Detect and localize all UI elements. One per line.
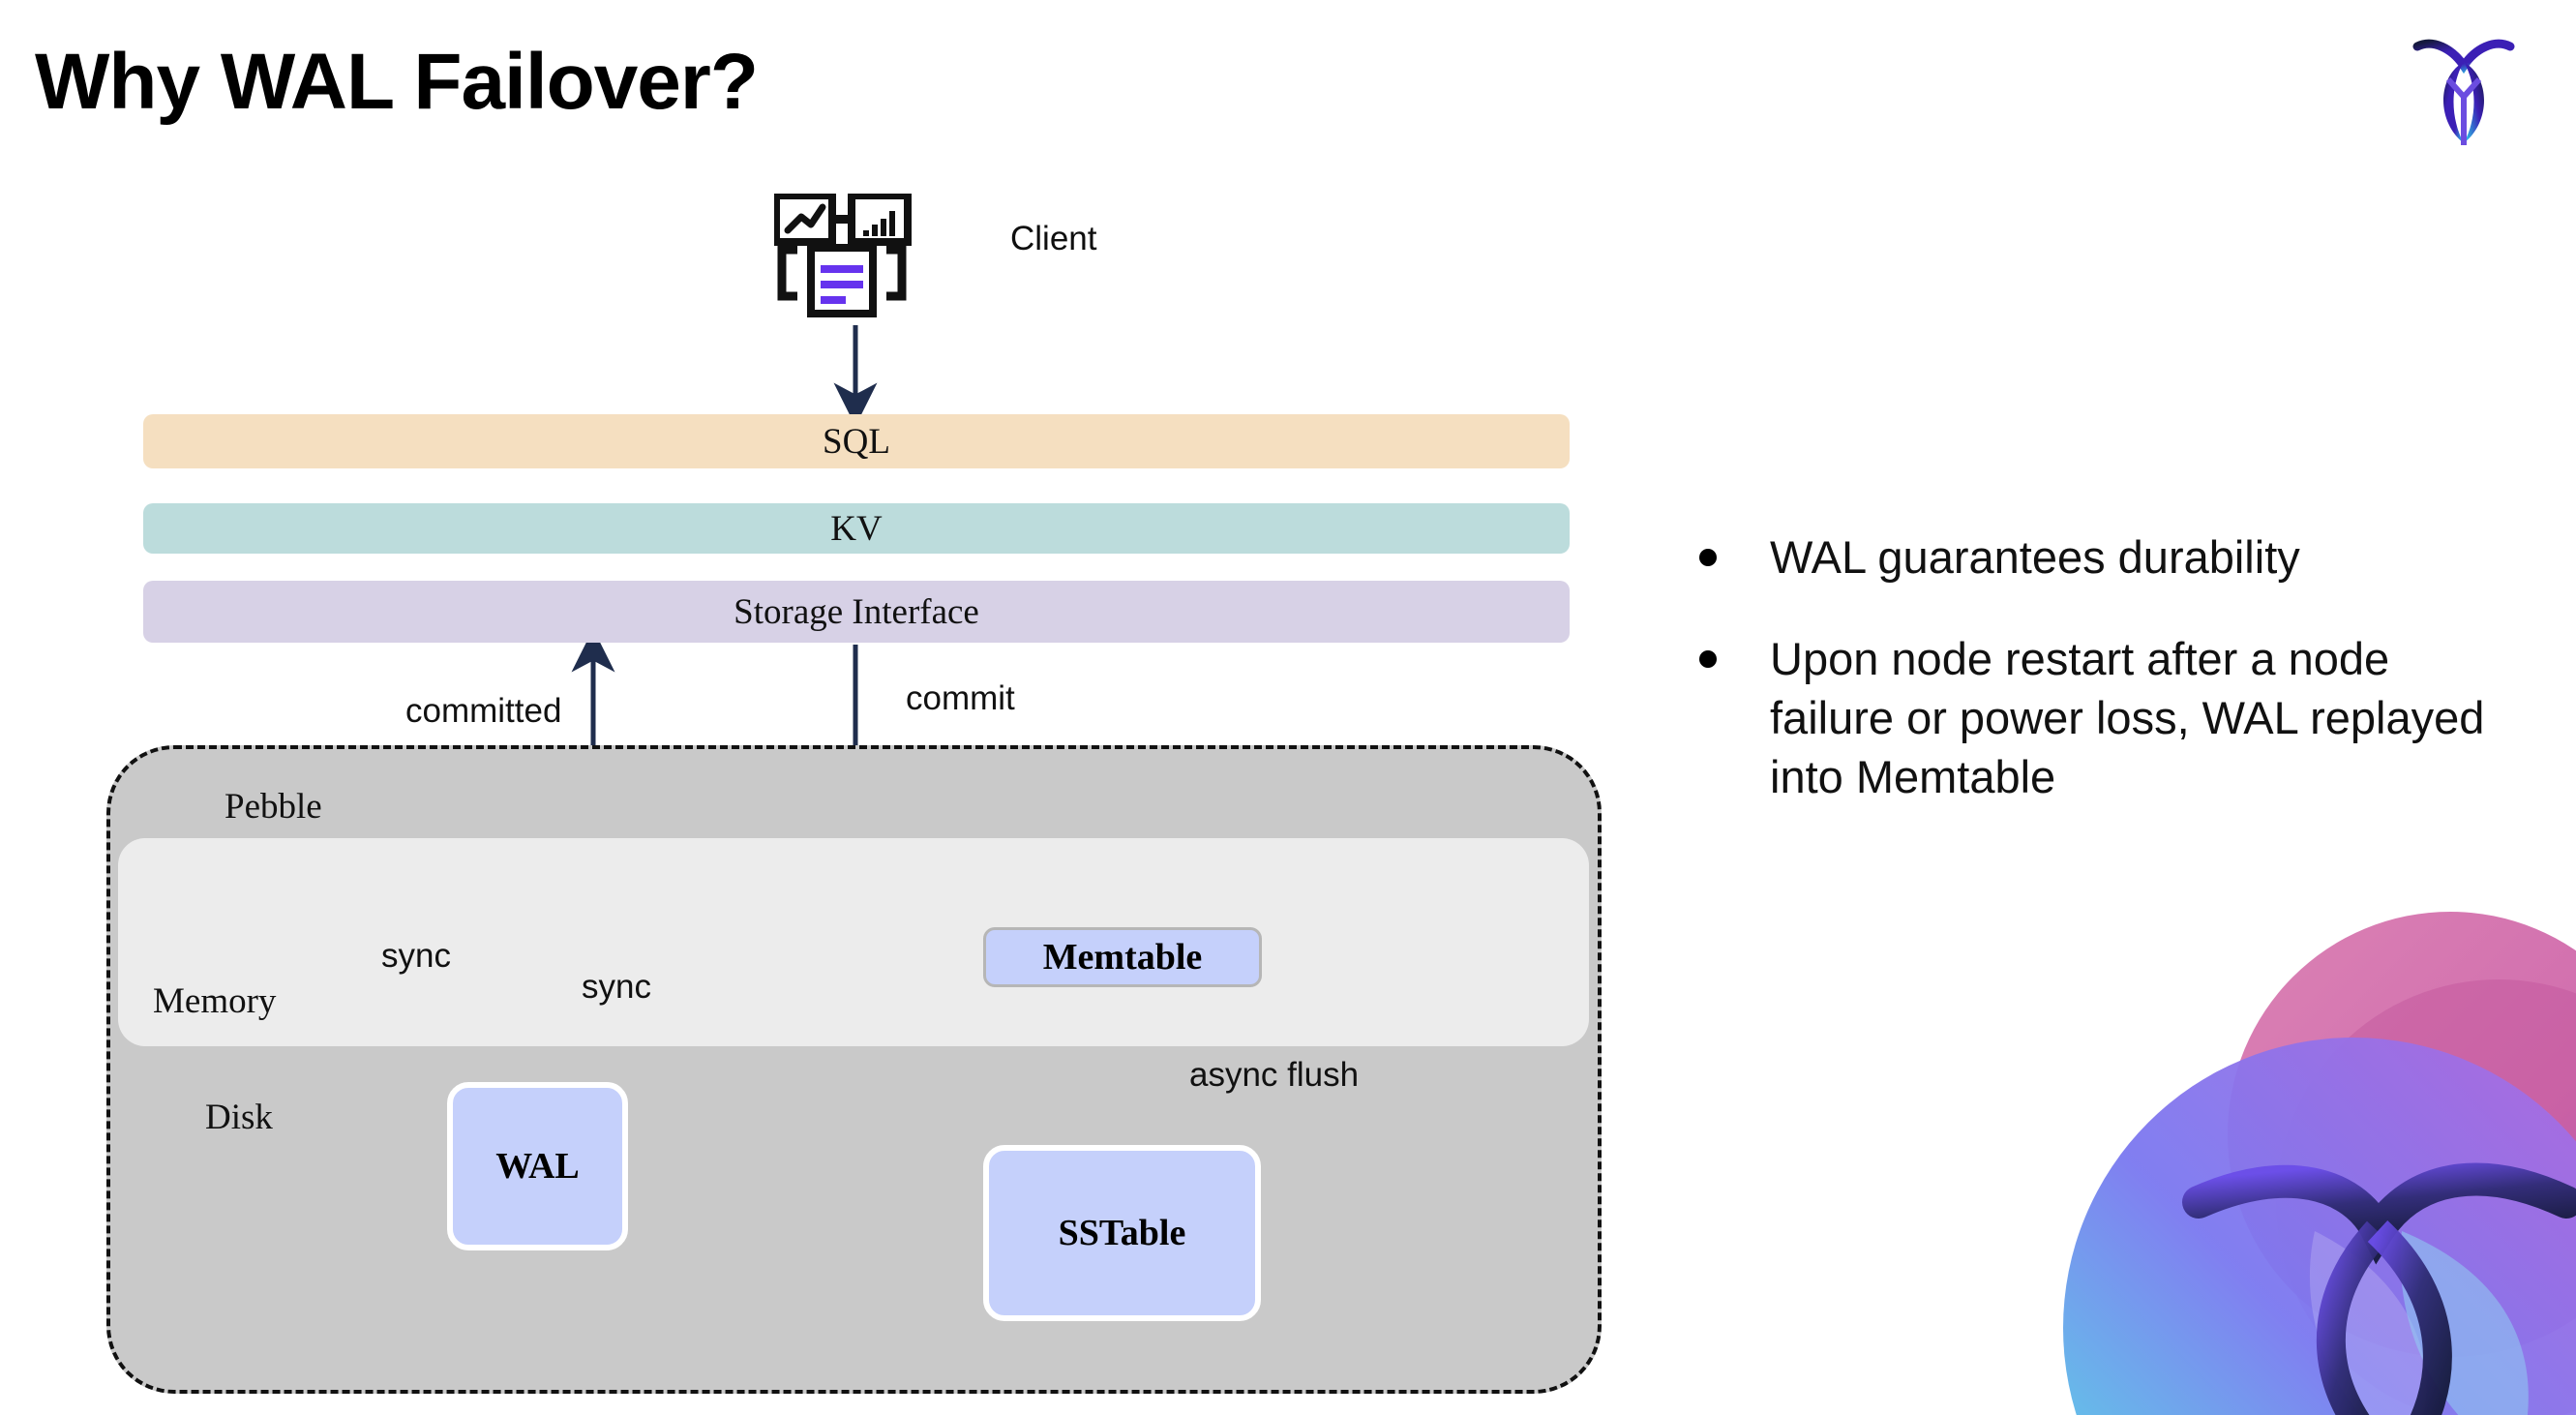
list-item: Upon node restart after a node failure o… [1699, 629, 2522, 806]
edge-label-sync-2: sync [582, 968, 651, 1006]
layer-sql: SQL [143, 414, 1570, 468]
edge-label-async-flush: async flush [1189, 1056, 1360, 1094]
node-sstable: SSTable [983, 1145, 1261, 1321]
architecture-diagram: Client SQL KV Storage Interface Pebble M… [106, 192, 1602, 1394]
node-wal: WAL [447, 1082, 628, 1250]
disk-label: Disk [205, 1098, 273, 1137]
bullet-text: WAL guarantees durability [1770, 531, 2300, 583]
pebble-label: Pebble [225, 787, 322, 827]
layer-storage-interface: Storage Interface [143, 581, 1570, 643]
memory-region [118, 838, 1589, 1046]
memory-label: Memory [153, 981, 277, 1021]
edge-label-committed: committed [405, 692, 562, 730]
node-memtable: Memtable [983, 927, 1262, 987]
node-memtable-label: Memtable [1042, 937, 1203, 978]
page-title: Why WAL Failover? [35, 38, 759, 126]
layer-kv-label: KV [830, 508, 883, 549]
bullet-text: Upon node restart after a node failure o… [1770, 633, 2485, 803]
bullet-dot-icon [1699, 650, 1717, 669]
list-item: WAL guarantees durability [1699, 527, 2522, 587]
bullet-dot-icon [1699, 549, 1717, 566]
layer-sql-label: SQL [823, 421, 890, 462]
cockroach-logo-decor-icon [1995, 912, 2576, 1415]
cockroach-logo-icon [2411, 33, 2516, 147]
layer-storage-interface-label: Storage Interface [734, 591, 979, 632]
edge-label-commit: commit [906, 679, 1015, 717]
edge-label-sync-1: sync [381, 937, 451, 975]
client-terminal-icon [772, 192, 929, 317]
layer-kv: KV [143, 503, 1570, 554]
node-sstable-label: SSTable [1058, 1213, 1186, 1253]
node-wal-label: WAL [495, 1146, 580, 1187]
client-label: Client [1010, 220, 1097, 257]
bullet-list: WAL guarantees durability Upon node rest… [1699, 527, 2522, 849]
